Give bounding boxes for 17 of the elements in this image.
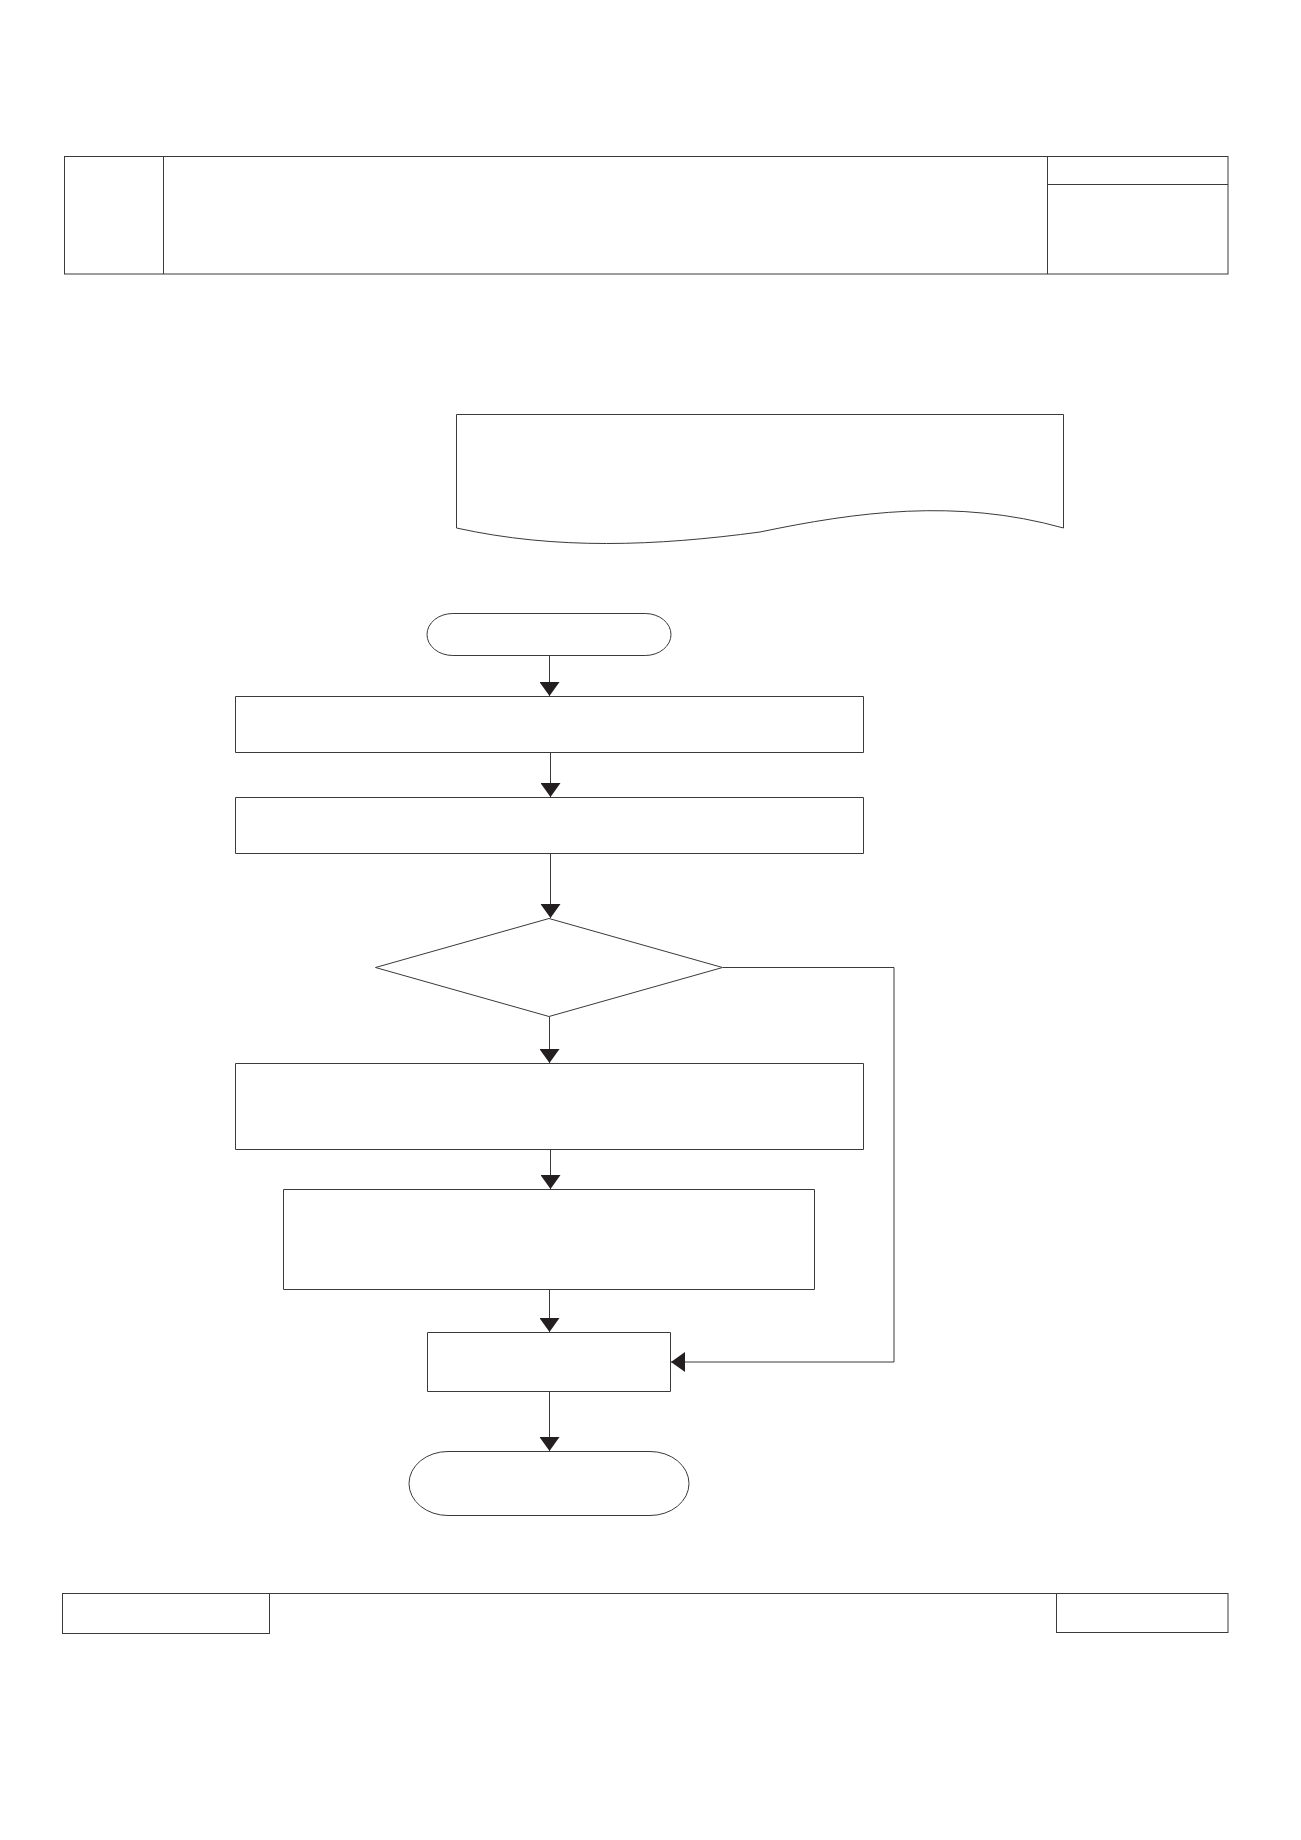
process-box	[235, 1063, 864, 1150]
process-box	[235, 696, 864, 753]
arrow	[670, 967, 895, 1372]
arrow	[540, 1149, 561, 1190]
terminator-shape	[409, 1451, 689, 1516]
arrow	[539, 655, 560, 697]
arrow	[540, 853, 561, 919]
arrow	[539, 1289, 560, 1333]
terminator-shape	[427, 613, 671, 656]
arrow	[539, 1391, 560, 1452]
process-box	[235, 797, 864, 854]
decision-diamond	[375, 918, 723, 1017]
process-box	[427, 1332, 671, 1392]
document-shape	[456, 414, 1064, 545]
process-box	[283, 1189, 815, 1290]
arrow	[540, 752, 561, 798]
arrow	[539, 1016, 560, 1064]
